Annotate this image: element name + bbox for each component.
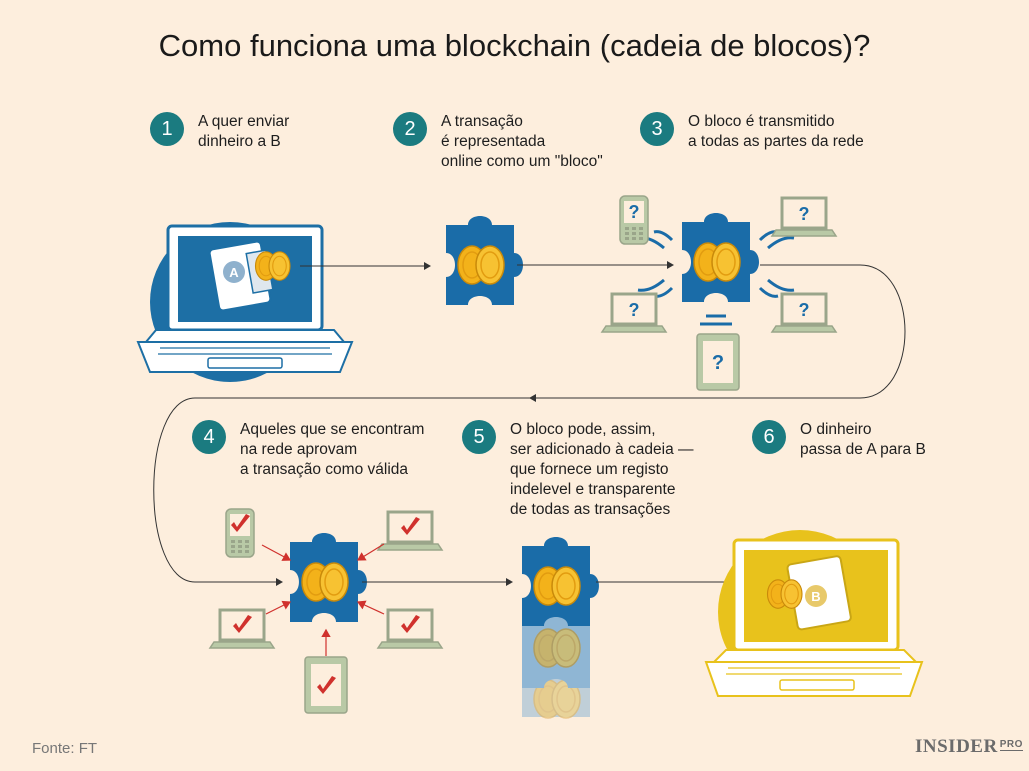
arrow-icon (529, 264, 906, 402)
laptop-icon: ? (770, 196, 838, 238)
laptop-icon (208, 608, 276, 650)
step-number-badge: 2 (393, 112, 427, 146)
step-number-badge: 5 (462, 420, 496, 454)
tablet-icon: ? (696, 333, 740, 391)
step-number-badge: 6 (752, 420, 786, 454)
puzzle-block-icon (682, 213, 759, 302)
step-number-badge: 1 (150, 112, 184, 146)
step-text: A transação é representada online como u… (441, 113, 603, 170)
puzzle-block-icon (446, 216, 523, 305)
tablet-icon (304, 656, 348, 714)
laptop-icon (376, 510, 444, 552)
step-text: A quer enviar dinheiro a B (198, 113, 290, 150)
laptop-icon: ? (770, 292, 838, 334)
brand-sup: PRO (999, 739, 1023, 751)
step-text: Aqueles que se encontram na rede aprovam… (240, 421, 425, 478)
step-text: O bloco é transmitido a todas as partes … (688, 113, 864, 150)
step-text: O bloco pode, assim, ser adicionado à ca… (510, 421, 694, 518)
wallet-a-label: A (229, 265, 239, 280)
validation-arrows (261, 543, 385, 656)
brand-name: INSIDER (915, 736, 998, 757)
puzzle-block-icon (290, 533, 367, 622)
laptop-icon: ? (600, 292, 668, 334)
laptop-icon (376, 608, 444, 650)
phone-icon: ? (619, 195, 649, 245)
question-mark-icon: ? (712, 352, 724, 374)
step-3: 3 O bloco é transmitido a todas as parte… (640, 112, 864, 152)
question-mark-icon: ? (799, 300, 810, 320)
question-mark-icon: ? (629, 300, 640, 320)
step-4: 4 Aqueles que se encontram na rede aprov… (192, 420, 424, 480)
wallet-icon: B (786, 555, 852, 631)
step-2: 2 A transação é representada online como… (393, 112, 603, 172)
arrow-icon (153, 397, 530, 586)
step-1: 1 A quer enviar dinheiro a B (150, 112, 289, 152)
step-text: O dinheiro passa de A para B (800, 421, 926, 458)
step-6: 6 O dinheiro passa de A para B (752, 420, 926, 460)
step-number-badge: 3 (640, 112, 674, 146)
wallet-icon: A (208, 240, 274, 312)
question-mark-icon: ? (799, 204, 810, 224)
blockchain-chain-icon (522, 537, 599, 719)
page-title: Como funciona uma blockchain (cadeia de … (158, 28, 871, 63)
question-mark-icon: ? (629, 202, 640, 222)
phone-icon (225, 508, 255, 558)
source-note: Fonte: FT (32, 740, 98, 757)
step-number-badge: 4 (192, 420, 226, 454)
step-5: 5 O bloco pode, assim, ser adicionado à … (462, 420, 694, 520)
wallet-b-label: B (811, 589, 820, 604)
